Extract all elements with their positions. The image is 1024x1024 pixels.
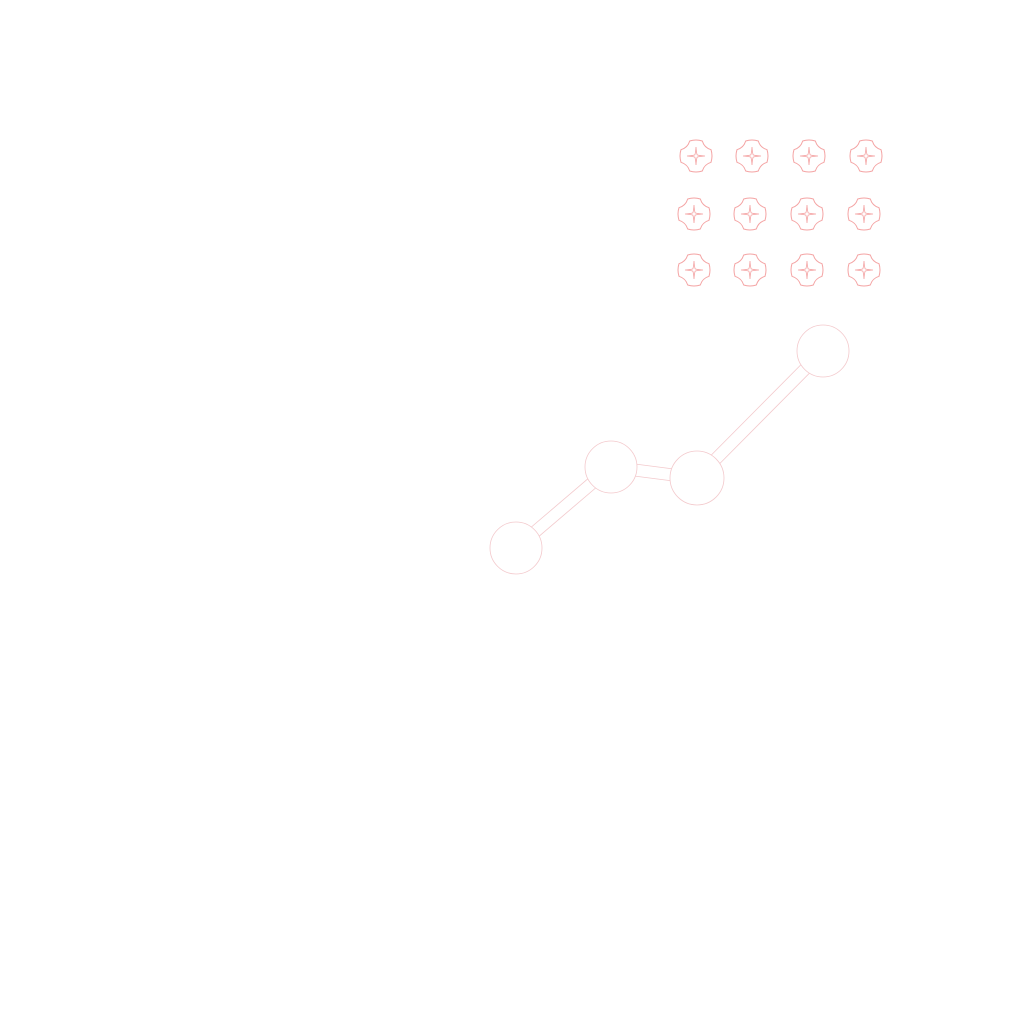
graph-node: [669, 450, 725, 506]
sparkle-outline: [733, 197, 767, 231]
graph-node: [584, 440, 638, 494]
sparkle-outline: [790, 253, 824, 287]
sparkle-grid: [677, 139, 883, 287]
sparkle-icon: [733, 197, 767, 231]
sparkle-star: [854, 204, 874, 224]
sparkle-star: [686, 146, 706, 166]
sparkle-star: [740, 204, 760, 224]
sparkle-star: [684, 204, 704, 224]
sparkle-star: [684, 260, 704, 280]
sparkle-icon: [679, 139, 713, 173]
sparkle-outline: [790, 197, 824, 231]
sparkle-icon: [790, 253, 824, 287]
sparkle-outline: [677, 253, 711, 287]
graph-connector-line: [709, 363, 803, 457]
sparkle-star: [797, 204, 817, 224]
sparkle-star: [742, 146, 762, 166]
line-graph-icon: [489, 324, 850, 575]
sparkle-icon: [847, 197, 881, 231]
graph-node: [489, 521, 543, 575]
sparkle-outline: [679, 139, 713, 173]
sparkle-outline: [849, 139, 883, 173]
sparkle-outline: [847, 253, 881, 287]
graph-connector-line: [633, 475, 673, 482]
sparkle-outline: [677, 197, 711, 231]
graph-connector-line: [718, 371, 812, 466]
graph-connector-line: [634, 463, 674, 470]
sparkle-star: [799, 146, 819, 166]
sparkle-outline: [792, 139, 826, 173]
sparkle-star: [854, 260, 874, 280]
sparkle-icon: [735, 139, 769, 173]
graph-connector-line: [537, 486, 598, 538]
sparkle-icon: [790, 197, 824, 231]
sparkle-star: [740, 260, 760, 280]
sparkle-icon: [677, 253, 711, 287]
graph-connector-line: [529, 477, 590, 529]
sparkle-icon: [849, 139, 883, 173]
sparkle-outline: [847, 197, 881, 231]
sparkle-icon: [677, 197, 711, 231]
graph-node: [796, 324, 850, 378]
sparkle-icon: [792, 139, 826, 173]
sparkle-star: [797, 260, 817, 280]
sparkle-icon: [733, 253, 767, 287]
sparkle-star: [856, 146, 876, 166]
sparkle-icon: [847, 253, 881, 287]
sparkle-outline: [733, 253, 767, 287]
sparkle-outline: [735, 139, 769, 173]
